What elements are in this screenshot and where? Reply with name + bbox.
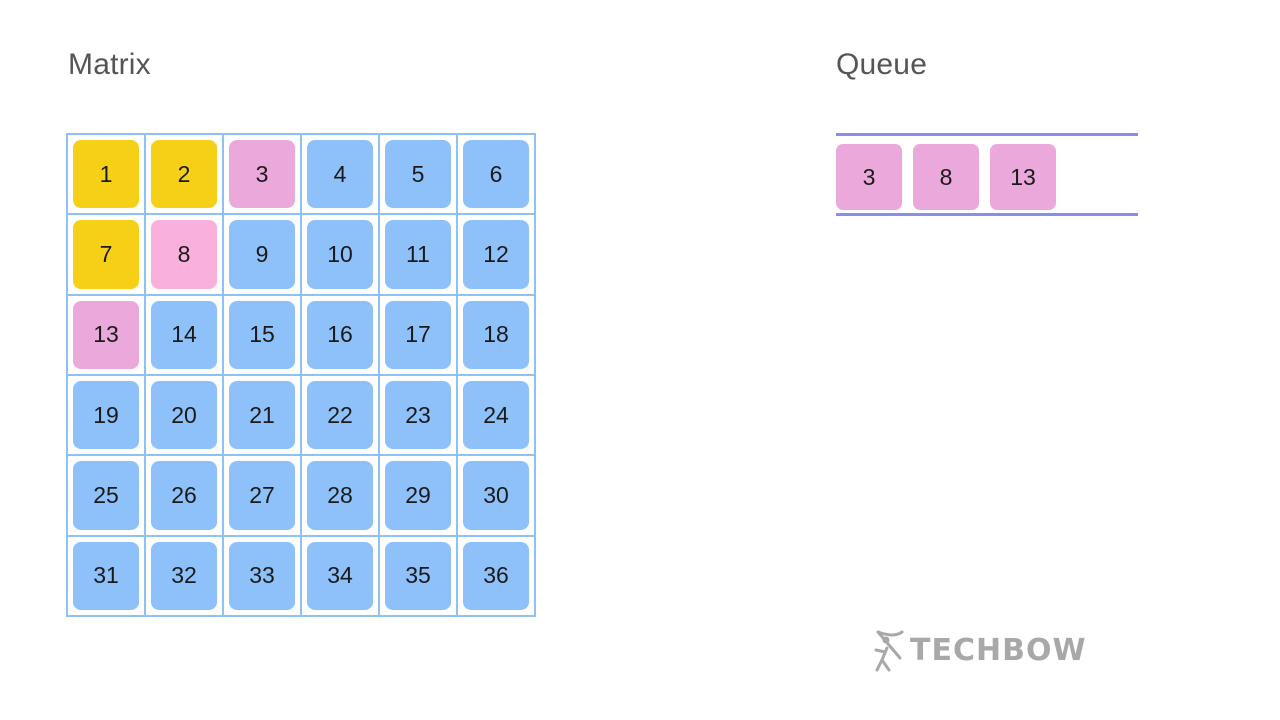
matrix-cell: 27	[223, 455, 301, 536]
matrix-tile-visited: 7	[73, 220, 139, 289]
matrix-cell: 19	[67, 375, 145, 456]
matrix-cell: 11	[379, 214, 457, 295]
matrix-cell: 5	[379, 134, 457, 215]
matrix-tile-default: 16	[307, 300, 373, 369]
matrix-tile-current: 8	[151, 220, 217, 289]
logo-text: TECHBOW	[910, 632, 1087, 668]
matrix-cell: 23	[379, 375, 457, 456]
matrix-cell: 18	[457, 294, 535, 375]
matrix-tile-visited: 1	[73, 140, 139, 209]
matrix-tile-default: 28	[307, 461, 373, 530]
techbow-logo: TECHBOW	[872, 628, 1087, 672]
matrix-cell: 3	[223, 134, 301, 215]
matrix-tile-visited: 2	[151, 140, 217, 209]
matrix-tile-default: 24	[463, 381, 529, 450]
matrix-tile-default: 33	[229, 541, 295, 610]
matrix-cell: 32	[145, 535, 223, 616]
matrix-tile-default: 22	[307, 381, 373, 450]
matrix-cell: 22	[301, 375, 379, 456]
matrix-tile-default: 15	[229, 300, 295, 369]
matrix-tile-default: 32	[151, 541, 217, 610]
matrix-cell: 2	[145, 134, 223, 215]
matrix-cell: 13	[67, 294, 145, 375]
matrix-cell: 35	[379, 535, 457, 616]
matrix-cell: 6	[457, 134, 535, 215]
matrix-tile-default: 5	[385, 140, 451, 209]
matrix-tile-default: 21	[229, 381, 295, 450]
matrix-cell: 17	[379, 294, 457, 375]
matrix-cell: 16	[301, 294, 379, 375]
matrix-cell: 14	[145, 294, 223, 375]
matrix-cell: 36	[457, 535, 535, 616]
queue-title: Queue	[836, 48, 928, 81]
matrix-tile-default: 18	[463, 300, 529, 369]
matrix-tile-default: 4	[307, 140, 373, 209]
matrix-cell: 24	[457, 375, 535, 456]
matrix-tile-default: 19	[73, 381, 139, 450]
matrix-cell: 12	[457, 214, 535, 295]
matrix-tile-default: 26	[151, 461, 217, 530]
matrix-tile-default: 29	[385, 461, 451, 530]
matrix-cell: 21	[223, 375, 301, 456]
matrix-cell: 29	[379, 455, 457, 536]
matrix-cell: 1	[67, 134, 145, 215]
matrix-cell: 34	[301, 535, 379, 616]
queue-item: 8	[913, 144, 979, 210]
matrix-tile-default: 6	[463, 140, 529, 209]
matrix-tile-default: 9	[229, 220, 295, 289]
matrix-tile-default: 23	[385, 381, 451, 450]
matrix-title: Matrix	[68, 48, 151, 81]
matrix-tile-default: 11	[385, 220, 451, 289]
matrix-cell: 30	[457, 455, 535, 536]
matrix-tile-default: 27	[229, 461, 295, 530]
queue-item: 3	[836, 144, 902, 210]
matrix-cell: 25	[67, 455, 145, 536]
matrix-cell: 33	[223, 535, 301, 616]
matrix-cell: 9	[223, 214, 301, 295]
matrix-cell: 31	[67, 535, 145, 616]
matrix-tile-default: 12	[463, 220, 529, 289]
matrix-cell: 26	[145, 455, 223, 536]
matrix-tile-queued: 3	[229, 140, 295, 209]
matrix-cell: 20	[145, 375, 223, 456]
matrix-tile-default: 34	[307, 541, 373, 610]
matrix-tile-default: 25	[73, 461, 139, 530]
matrix-tile-queued: 13	[73, 300, 139, 369]
matrix-tile-default: 10	[307, 220, 373, 289]
matrix-cell: 4	[301, 134, 379, 215]
matrix-tile-default: 36	[463, 541, 529, 610]
matrix-tile-default: 14	[151, 300, 217, 369]
matrix-cell: 15	[223, 294, 301, 375]
matrix-tile-default: 30	[463, 461, 529, 530]
matrix-cell: 10	[301, 214, 379, 295]
matrix-cell: 8	[145, 214, 223, 295]
matrix-tile-default: 35	[385, 541, 451, 610]
matrix-cell: 7	[67, 214, 145, 295]
queue-item: 13	[990, 144, 1056, 210]
matrix-tile-default: 20	[151, 381, 217, 450]
archer-icon	[874, 630, 904, 672]
matrix-cell: 28	[301, 455, 379, 536]
matrix-tile-default: 17	[385, 300, 451, 369]
matrix-tile-default: 31	[73, 541, 139, 610]
